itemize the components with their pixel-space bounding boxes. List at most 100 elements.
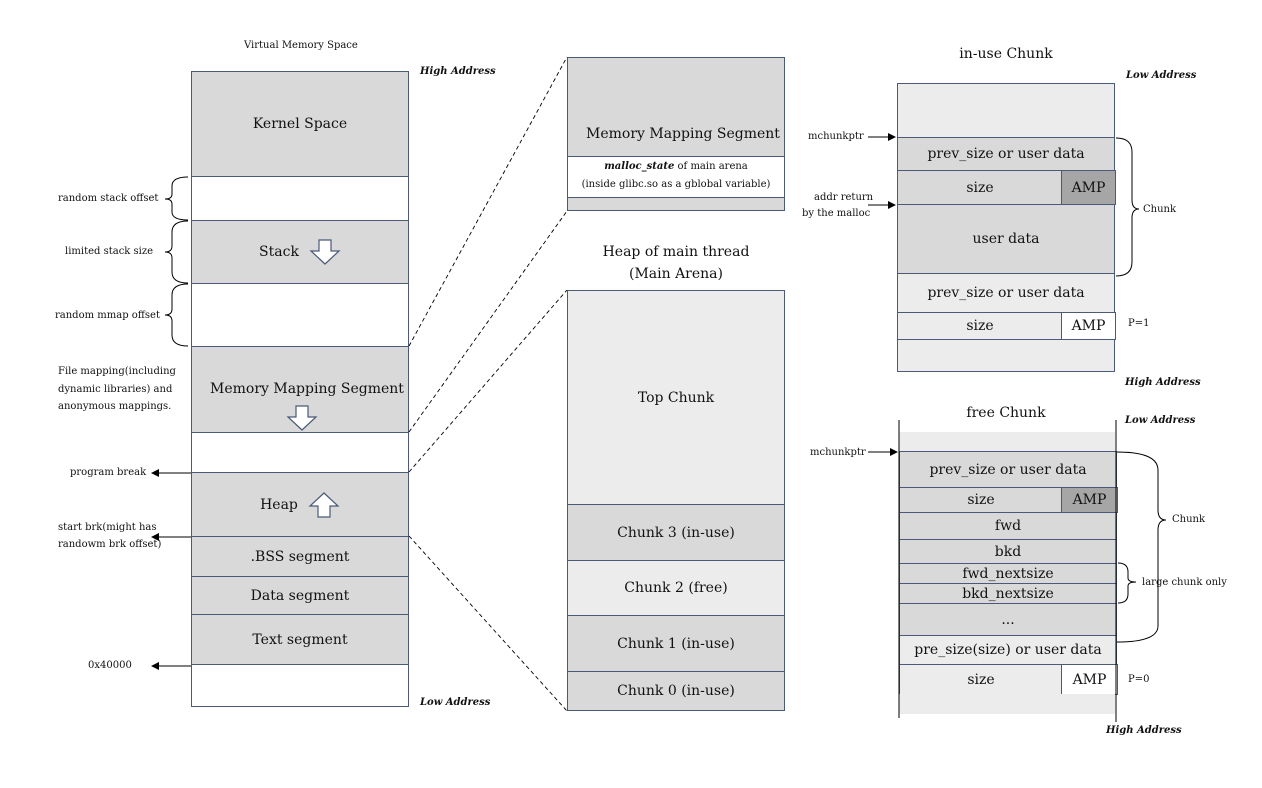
heap-label: Heap: [260, 496, 298, 513]
top-chunk-block: Top Chunk: [567, 290, 785, 505]
free-title: free Chunk: [966, 405, 1046, 421]
bottom-gap: [191, 664, 409, 707]
bss-label: .BSS segment: [250, 548, 350, 565]
start-brk-label-1: start brk(might has: [58, 522, 157, 533]
mid-mms-block: Memory Mapping Segment: [567, 57, 785, 157]
chunk2-block: Chunk 2 (free): [567, 560, 785, 616]
file-mapping-label-2: dynamic libraries) and: [58, 384, 173, 395]
kernel-space-label: Kernel Space: [252, 116, 348, 132]
free-fwd-nextsize-label: fwd_nextsize: [962, 565, 1054, 582]
inuse-prev-size-label: prev_size or user data: [927, 146, 1085, 162]
free-ellipsis-label: ...: [1001, 611, 1015, 628]
random-mmap-offset-label: random mmap offset: [55, 310, 160, 321]
random-stack-brace: [164, 176, 189, 221]
free-bkd-label: bkd: [994, 543, 1022, 560]
inuse-high-address: High Address: [1125, 377, 1201, 388]
free-amp2-label: AMP: [1072, 671, 1107, 688]
free-bkd-nextsize-label: bkd_nextsize: [962, 585, 1054, 602]
bss-block: .BSS segment: [191, 536, 409, 577]
zoom-line-heap-bottom: [408, 535, 568, 712]
file-mapping-label-1: File mapping(including: [58, 366, 176, 377]
free-bkd-nextsize: bkd_nextsize: [899, 583, 1117, 604]
text-label: Text segment: [252, 631, 348, 648]
chunk0-block: Chunk 0 (in-use): [567, 671, 785, 711]
mms-block: Memory Mapping Segment: [191, 346, 409, 433]
mid-mms-bottom: [567, 197, 785, 211]
inuse-size-label: size: [966, 179, 994, 196]
free-low-address: Low Address: [1125, 415, 1196, 426]
free-fwd-label: fwd: [994, 518, 1022, 534]
free-size-label: size: [967, 492, 995, 508]
free-top-area: [899, 432, 1115, 452]
malloc-state-block: malloc_state of main arena (inside glibc…: [567, 156, 785, 198]
free-size-row-2: size AMP: [899, 664, 1118, 695]
mms-label: Memory Mapping Segment: [210, 381, 404, 397]
stack-label: Stack: [259, 244, 299, 260]
arrow-up-icon: [308, 491, 340, 518]
heap-block: Heap: [191, 472, 409, 537]
malloc-state-rest: of main arena: [674, 161, 748, 172]
free-size-row: size AMP: [899, 487, 1118, 513]
program-break-label: program break: [70, 467, 147, 478]
inuse-size2-label: size: [966, 318, 994, 334]
free-mchunkptr-label: mchunkptr: [810, 447, 866, 458]
malloc-state-line2: (inside glibc.so as a gblobal variable): [581, 179, 771, 190]
chunk2-label: Chunk 2 (free): [624, 580, 728, 596]
data-block: Data segment: [191, 576, 409, 615]
chunk3-block: Chunk 3 (in-use): [567, 504, 785, 561]
mid-mms-label: Memory Mapping Segment: [586, 126, 780, 142]
chunk1-label: Chunk 1 (in-use): [617, 635, 735, 652]
inuse-bottom-area: [897, 339, 1115, 372]
data-label: Data segment: [250, 587, 350, 604]
free-bottom-area: [899, 694, 1115, 714]
inuse-amp2-label: AMP: [1071, 318, 1106, 334]
heap-title-2: (Main Arena): [628, 266, 723, 282]
text-block: Text segment: [191, 614, 409, 665]
stack-block: Stack: [191, 220, 409, 284]
large-chunk-brace: [1117, 562, 1137, 604]
inuse-chunk-brace: [1115, 137, 1140, 277]
inuse-low-address: Low Address: [1126, 70, 1197, 81]
inuse-prev-size2-label: prev_size or user data: [927, 285, 1085, 301]
addr-return-label-2: by the malloc: [802, 208, 871, 219]
mmap-offset-brace: [164, 283, 189, 347]
free-p-flag: P=0: [1128, 674, 1150, 685]
malloc-state-line1: malloc_state of main arena: [568, 161, 784, 172]
free-chunk-brace: [1116, 451, 1167, 643]
inuse-user-data-label: user data: [972, 231, 1040, 247]
inuse-chunk-label: Chunk: [1143, 204, 1177, 215]
random-mmap-gap: [191, 283, 409, 347]
start-brk-label-2: randowm brk offset): [58, 539, 162, 550]
inuse-prev-size: prev_size or user data: [897, 137, 1115, 171]
free-pre-size: pre_size(size) or user data: [899, 635, 1117, 665]
top-chunk-label: Top Chunk: [637, 389, 715, 406]
limited-stack-size-label: limited stack size: [65, 246, 154, 257]
random-stack-offset-label: random stack offset: [58, 193, 159, 204]
inuse-amp-label: AMP: [1071, 179, 1106, 196]
kernel-space-block: Kernel Space: [191, 71, 409, 177]
addr-return-label-1: addr return: [814, 192, 874, 203]
heap-gap: [191, 432, 409, 473]
zoom-line-mms-bottom: [408, 210, 568, 433]
vms-low-address: Low Address: [420, 697, 491, 708]
file-mapping-label-3: anonymous mappings.: [58, 401, 172, 412]
chunk1-block: Chunk 1 (in-use): [567, 615, 785, 672]
arrow-down-icon: [286, 405, 318, 431]
free-prev-size-label: prev_size or user data: [929, 461, 1087, 478]
inuse-mchunkptr-label: mchunkptr: [808, 131, 864, 142]
large-chunk-only-label: large chunk only: [1142, 577, 1227, 588]
inuse-title: in-use Chunk: [959, 46, 1053, 62]
heap-title-1: Heap of main thread: [602, 244, 750, 260]
free-amp-cell: AMP: [1061, 487, 1118, 513]
malloc-state-italic: malloc_state: [604, 161, 675, 172]
zoom-line-heap-top: [408, 289, 568, 473]
chunk0-label: Chunk 0 (in-use): [617, 683, 735, 699]
free-amp-label: AMP: [1072, 492, 1107, 508]
free-size2-label: size: [967, 671, 995, 688]
vms-title: Virtual Memory Space: [244, 40, 358, 51]
arrow-down-icon: [309, 239, 341, 265]
chunk3-label: Chunk 3 (in-use): [617, 524, 735, 541]
free-pre-size-label: pre_size(size) or user data: [914, 642, 1102, 658]
free-chunk-label: Chunk: [1172, 514, 1206, 525]
